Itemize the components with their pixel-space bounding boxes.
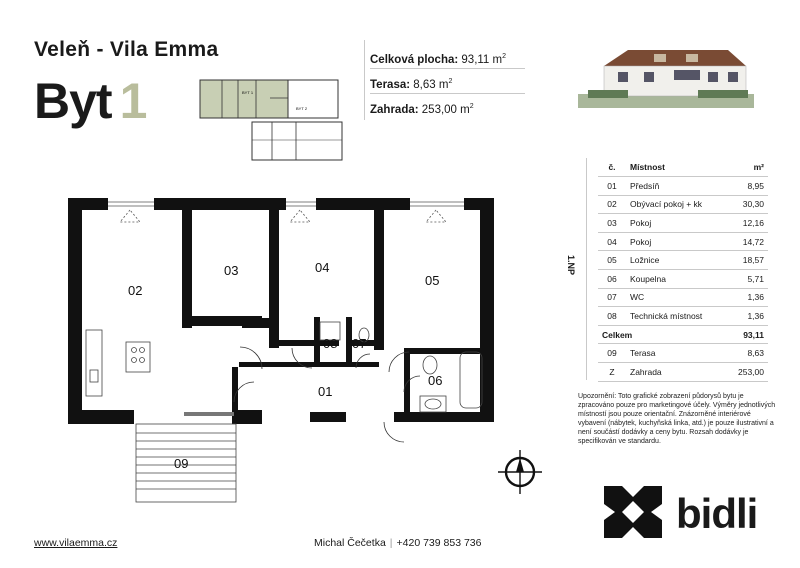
plan-label-09: 09 <box>174 456 189 471</box>
floor-plan <box>68 198 494 503</box>
unit-number: 1 <box>119 73 148 129</box>
plan-label-07: 07 <box>352 336 367 351</box>
key-plan-unit-highlight <box>199 79 289 119</box>
contact-info: Michal Čečetka|+420 739 853 736 <box>314 537 482 549</box>
wall-west <box>68 198 82 424</box>
stats-panel: Celková plocha: 93,11 m2 Terasa: 8,63 m2… <box>370 44 525 119</box>
website-link[interactable]: www.vilaemma.cz <box>34 537 118 549</box>
stat-garden: Zahrada: 253,00 m2 <box>370 103 474 116</box>
stats-divider <box>364 40 365 120</box>
contact-phone[interactable]: +420 739 853 736 <box>396 537 482 549</box>
disclaimer-notice: Upozornění: Toto grafické zobrazení půdo… <box>578 393 776 445</box>
key-plan-unit-2 <box>287 79 339 119</box>
floor-label: 1.NP <box>566 255 576 276</box>
unit-prefix: Byt <box>34 73 113 129</box>
stat-total-area: Celková plocha: 93,11 m2 <box>370 44 525 69</box>
plan-label-02: 02 <box>128 283 143 298</box>
door-03 <box>239 346 263 370</box>
table-header: č. Místnost m² <box>598 158 768 178</box>
plan-label-08: 08 <box>323 336 338 351</box>
key-plan-label-byt2: BYT 2 <box>296 106 308 111</box>
plan-label-03: 03 <box>224 263 239 278</box>
plan-label-05: 05 <box>425 273 440 288</box>
bidli-logo-icon <box>604 486 662 538</box>
table-divider <box>586 158 587 380</box>
plan-label-06: 06 <box>428 373 443 388</box>
stat-terrace: Terasa: 8,63 m2 <box>370 69 525 94</box>
plan-label-04: 04 <box>315 260 330 275</box>
contact-name: Michal Čečetka <box>314 537 386 549</box>
key-plan-label-byt1: BYT 1 <box>242 90 254 95</box>
wall-east <box>480 198 494 418</box>
building-rendering <box>578 50 754 108</box>
project-title: Veleň - Vila Emma <box>34 38 219 61</box>
key-plan: BYT 1 BYT 2 <box>199 79 343 161</box>
compass-icon <box>498 450 542 494</box>
terrace-area <box>135 423 237 503</box>
plan-label-01: 01 <box>318 384 333 399</box>
brand-name: bidli <box>676 490 758 537</box>
